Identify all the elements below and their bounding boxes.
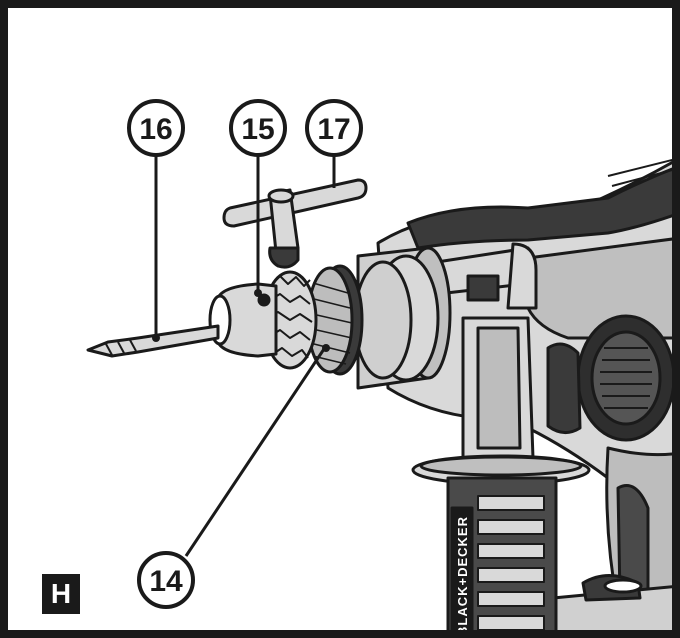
chuck-assembly [208, 246, 452, 390]
drill-body [376, 158, 672, 630]
callout-label-14: 14 [149, 565, 183, 598]
leader-dot-16 [152, 334, 160, 342]
leader-lines [154, 153, 336, 557]
callout-14: 14 [137, 551, 195, 609]
callout-label-16: 16 [139, 113, 172, 146]
leader-dot-14 [322, 344, 330, 352]
leader-dot-15 [254, 289, 262, 297]
callout-16: 16 [127, 99, 185, 157]
leader-line-14 [184, 345, 328, 557]
chuck-key [222, 178, 368, 269]
brand-text: BLACK+DECKER [455, 516, 470, 636]
drill-illustration: BLACK+DECKER [86, 99, 672, 636]
callout-15: 15 [229, 99, 287, 157]
side-handle [411, 316, 591, 630]
callout-17: 17 [305, 99, 363, 157]
callout-label-17: 17 [317, 113, 350, 146]
drill-bit [86, 324, 220, 358]
callout-label-15: 15 [241, 113, 274, 146]
panel-label: H [42, 574, 80, 614]
